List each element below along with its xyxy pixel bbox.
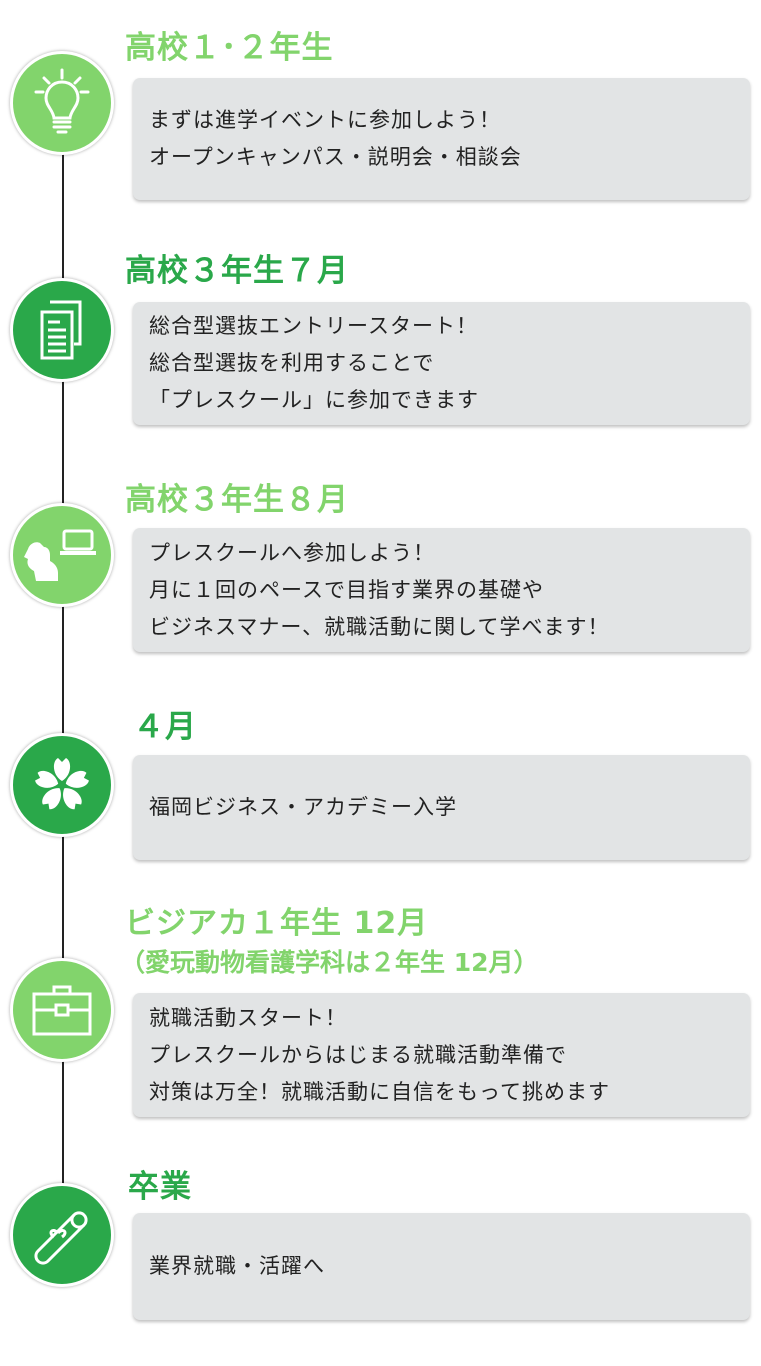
briefcase-icon (10, 958, 114, 1062)
step-2-box: 総合型選抜エントリースタート！ 総合型選抜を利用することで 「プレスクール」に参… (133, 302, 750, 425)
step-2-line: 総合型選抜エントリースタート！ (149, 314, 478, 338)
step-5-heading: ビジアカ１年生 12月 (125, 906, 429, 941)
step-5-subheading: （愛玩動物看護学科は２年生 12月） (120, 948, 539, 977)
step-6-heading: 卒業 (128, 1169, 192, 1205)
step-1-heading: 高校１･２年生 (125, 30, 334, 66)
documents-icon (10, 278, 114, 382)
timeline-line (62, 150, 64, 1240)
step-2-line: 「プレスクール」に参加できます (149, 388, 479, 412)
step-3-box: プレスクールへ参加しよう！ 月に１回のペースで目指す業界の基礎や ビジネスマナー… (133, 528, 750, 652)
step-1-line: オープンキャンパス・説明会・相談会 (149, 145, 522, 169)
step-1-box: まずは進学イベントに参加しよう！ オープンキャンパス・説明会・相談会 (133, 78, 750, 200)
step-4-line: 福岡ビジネス・アカデミー入学 (149, 795, 457, 819)
dog-laptop-icon (10, 503, 114, 607)
step-5-box: 就職活動スタート！ プレスクールからはじまる就職活動準備で 対策は万全！就職活動… (133, 993, 750, 1117)
step-5-line: 就職活動スタート！ (149, 1005, 347, 1030)
step-2-line: 総合型選抜を利用することで (149, 351, 435, 375)
step-3-heading: 高校３年生８月 (125, 482, 349, 518)
step-3-line: 月に１回のペースで目指す業界の基礎や (149, 577, 544, 602)
step-2-heading: 高校３年生７月 (125, 253, 349, 289)
step-3-line: ビジネスマナー、就職活動に関して学べます！ (149, 614, 610, 639)
step-3-line: プレスクールへ参加しよう！ (149, 540, 435, 565)
step-5-line: 対策は万全！就職活動に自信をもって挑めます (149, 1079, 610, 1104)
step-6-box: 業界就職・活躍へ (133, 1213, 750, 1320)
step-4-box: 福岡ビジネス・アカデミー入学 (133, 755, 750, 860)
step-6-line: 業界就職・活躍へ (149, 1254, 325, 1278)
step-1-line: まずは進学イベントに参加しよう！ (149, 108, 501, 132)
diploma-icon (10, 1183, 114, 1287)
lightbulb-icon (10, 51, 114, 155)
step-4-heading: ４月 (133, 709, 197, 745)
sakura-icon (10, 733, 114, 837)
step-5-line: プレスクールからはじまる就職活動準備で (149, 1042, 567, 1067)
